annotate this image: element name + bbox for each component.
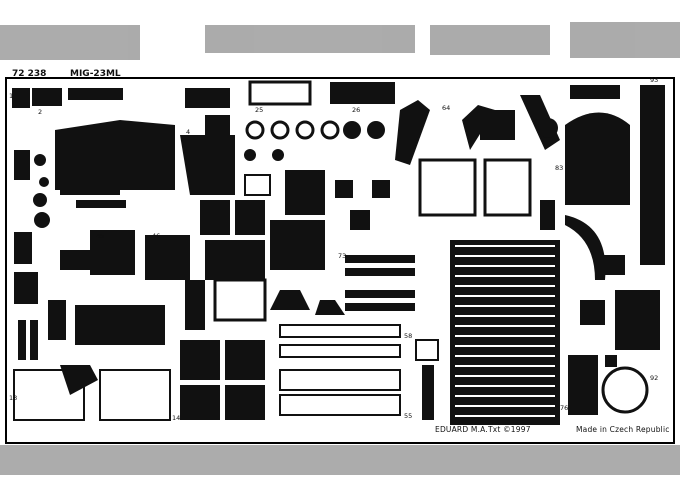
part-number: 93 [650,76,658,84]
grille-panel [450,240,560,425]
part-number: 1 [9,92,13,100]
part-number: 45 [96,232,104,240]
part-number: 64 [442,104,450,112]
part-number: 58 [404,332,412,340]
center-parts [180,80,439,420]
part-number: 4 [186,128,190,136]
part-number: 25 [255,106,263,114]
blurred-top-strip [0,22,680,60]
part-number: 55 [404,412,412,420]
part-number: 92 [650,374,658,382]
manufacturer-note: EDUARD M.A.Txt ©1997 [435,425,531,434]
model-name: MIG-23ML [70,69,121,79]
part-number-labels: 1 2 4 13 14 25 26 45 46 55 58 64 73 76 8… [9,76,658,422]
right-parts [395,85,665,415]
part-number: 26 [352,106,360,114]
part-number: 83 [555,164,563,172]
part-number: 46 [152,232,160,240]
part-number: 2 [38,108,42,116]
part-number: 13 [9,394,17,402]
catalog-number: 72 238 [12,69,46,79]
left-column-parts [12,88,190,421]
part-number: 76 [560,404,568,412]
part-number: 73 [338,252,346,260]
origin-note: Made in Czech Republic [576,425,670,434]
blurred-bottom-strip [0,445,680,475]
part-number: 14 [172,414,180,422]
